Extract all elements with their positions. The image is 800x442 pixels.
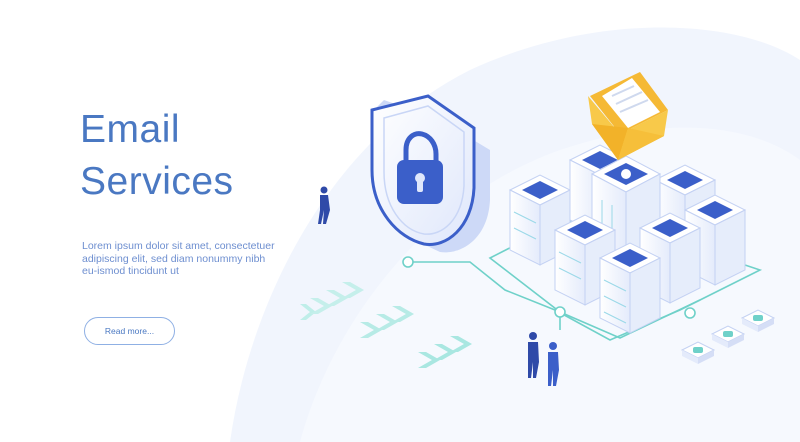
chevron-row-1	[310, 282, 364, 314]
node-chips	[680, 309, 776, 364]
page-title: Email Services	[80, 104, 234, 208]
chevron-arrow-icon	[300, 304, 316, 320]
person-icon-3	[548, 342, 559, 386]
envelope-icon	[588, 72, 668, 160]
person-icon-2	[528, 332, 539, 378]
page-title-line-2: Services	[80, 160, 234, 203]
chevron-row-3	[418, 336, 472, 368]
read-more-button[interactable]: Read more...	[84, 317, 175, 345]
person-icon	[318, 186, 330, 224]
description-text: Lorem ipsum dolor sit amet, consectetuer…	[82, 240, 275, 277]
server-rack-icon	[508, 144, 747, 334]
page-title-line-1: Email	[80, 108, 181, 151]
chevron-row-2	[360, 306, 414, 338]
padlock-icon	[397, 131, 443, 204]
